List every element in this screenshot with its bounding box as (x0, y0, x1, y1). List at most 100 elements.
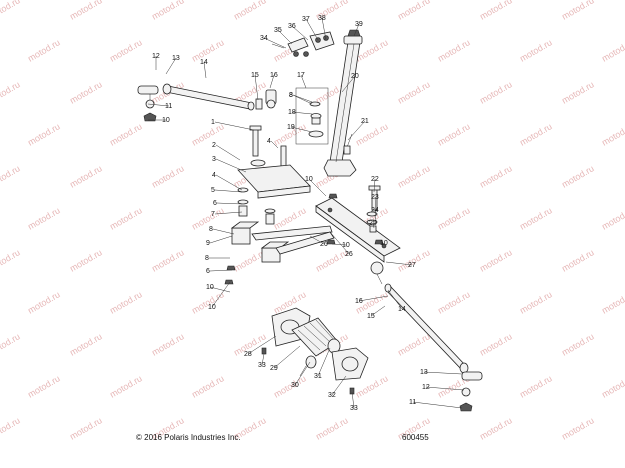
watermark-text: motod.ru (396, 163, 432, 189)
callout-label: 11 (165, 103, 172, 110)
callout-label: 19 (287, 124, 295, 131)
callout-label: 1 (211, 119, 215, 126)
leader-line (263, 37, 287, 49)
watermark-text: motod.ru (518, 373, 554, 399)
leader-line (423, 371, 463, 375)
watermark-text: motod.ru (150, 0, 186, 22)
callout-labels: 1234456788986101010101010111112121313141… (152, 15, 430, 412)
boot-plate-32 (331, 347, 369, 381)
plate-3 (237, 159, 311, 199)
washers-23-25 (366, 211, 378, 233)
leader-line (291, 111, 313, 115)
leader-line (203, 61, 207, 79)
watermark-text: motod.ru (600, 373, 625, 399)
leader-line (387, 289, 403, 310)
callout-label: 10 (208, 304, 216, 311)
leader-line (290, 126, 313, 133)
leader-lines (147, 17, 465, 409)
watermark-text: motod.ru (478, 0, 514, 22)
leader-line (270, 140, 279, 149)
watermark-text: motod.ru (190, 37, 226, 63)
callout-label: 8 (289, 92, 293, 99)
watermark-text: motod.ru (190, 289, 226, 315)
leader-line (353, 23, 360, 37)
watermark-text: motod.ru (600, 205, 625, 231)
callout-label: 23 (371, 194, 379, 201)
watermark-text: motod.ru (600, 121, 625, 147)
watermark-text: motod.ru (68, 0, 104, 22)
ball-joint-16-upper (265, 89, 277, 109)
watermark-text: motod.ru (232, 0, 268, 22)
callout-label: 38 (318, 15, 326, 22)
callout-label: 15 (367, 313, 375, 320)
callout-label: 21 (361, 118, 369, 125)
watermark-text: motod.ru (0, 163, 22, 189)
callout-label: 12 (152, 53, 160, 60)
leader-line (370, 305, 386, 317)
watermark-text: motod.ru (190, 373, 226, 399)
callout-label: 10 (380, 240, 388, 247)
tie-rod-end-upper (137, 85, 159, 122)
callout-label: 33 (258, 362, 266, 369)
watermark-text: motod.ru (560, 79, 596, 105)
watermark-text: motod.ru (108, 289, 144, 315)
leader-line (277, 29, 293, 45)
callout-label: 3 (212, 156, 216, 163)
clamp-30 (299, 355, 317, 377)
leader-line (381, 242, 385, 247)
callout-label: 8 (205, 255, 209, 262)
callout-label: 29 (270, 365, 278, 372)
callout-label: 10 (305, 176, 313, 183)
watermark-text: motod.ru (478, 415, 514, 441)
callout-label: 10 (162, 117, 170, 124)
callout-label: 16 (355, 298, 363, 305)
callout-label: 8 (209, 226, 213, 233)
callout-label: 16 (270, 72, 278, 79)
watermark-text: motod.ru (26, 121, 62, 147)
callout-label: 22 (371, 176, 379, 183)
leader-line (214, 211, 243, 215)
jam-nut-15-upper (255, 98, 263, 110)
leader-line (165, 57, 177, 75)
watermark-text: motod.ru (560, 247, 596, 273)
leader-line (425, 386, 465, 391)
watermark-text: motod.ru (0, 331, 22, 357)
callout-label: 15 (251, 72, 259, 79)
leader-line (331, 375, 347, 396)
callout-label: 11 (409, 399, 416, 406)
leader-line (321, 17, 327, 41)
callout-label: 17 (297, 72, 305, 79)
watermark-text: motod.ru (108, 205, 144, 231)
washers-5-6-7 (237, 187, 276, 225)
callout-label: 10 (206, 284, 214, 291)
steering-stop-39 (347, 29, 361, 37)
bushing-stack-17-19 (295, 87, 329, 145)
leader-line (254, 74, 259, 101)
callout-label: 7 (211, 211, 215, 218)
leader-line (374, 196, 377, 213)
callout-label: 6 (213, 200, 217, 207)
watermark-text: motod.ru (314, 415, 350, 441)
callout-label: 28 (244, 351, 252, 358)
leader-line (292, 94, 313, 103)
watermark-text: motod.ru (518, 37, 554, 63)
leader-line (329, 231, 350, 255)
callout-label: 14 (398, 306, 406, 313)
watermark-text: motod.ru (108, 37, 144, 63)
callout-label: 34 (260, 35, 268, 42)
bolt-1 (249, 125, 262, 157)
watermark-text: motod.ru (560, 0, 596, 22)
leader-line (216, 202, 243, 205)
leader-line (309, 235, 325, 245)
pivot-block-9-left (230, 221, 260, 245)
watermark-text: motod.ru (436, 121, 472, 147)
watermark-text: motod.ru (68, 415, 104, 441)
leader-line (294, 361, 311, 386)
watermark-text: motod.ru (68, 79, 104, 105)
leader-line (292, 94, 313, 105)
watermark-text: motod.ru (478, 163, 514, 189)
callout-label: 26 (320, 241, 328, 248)
leader-line (212, 228, 235, 235)
leader-line (214, 189, 243, 193)
